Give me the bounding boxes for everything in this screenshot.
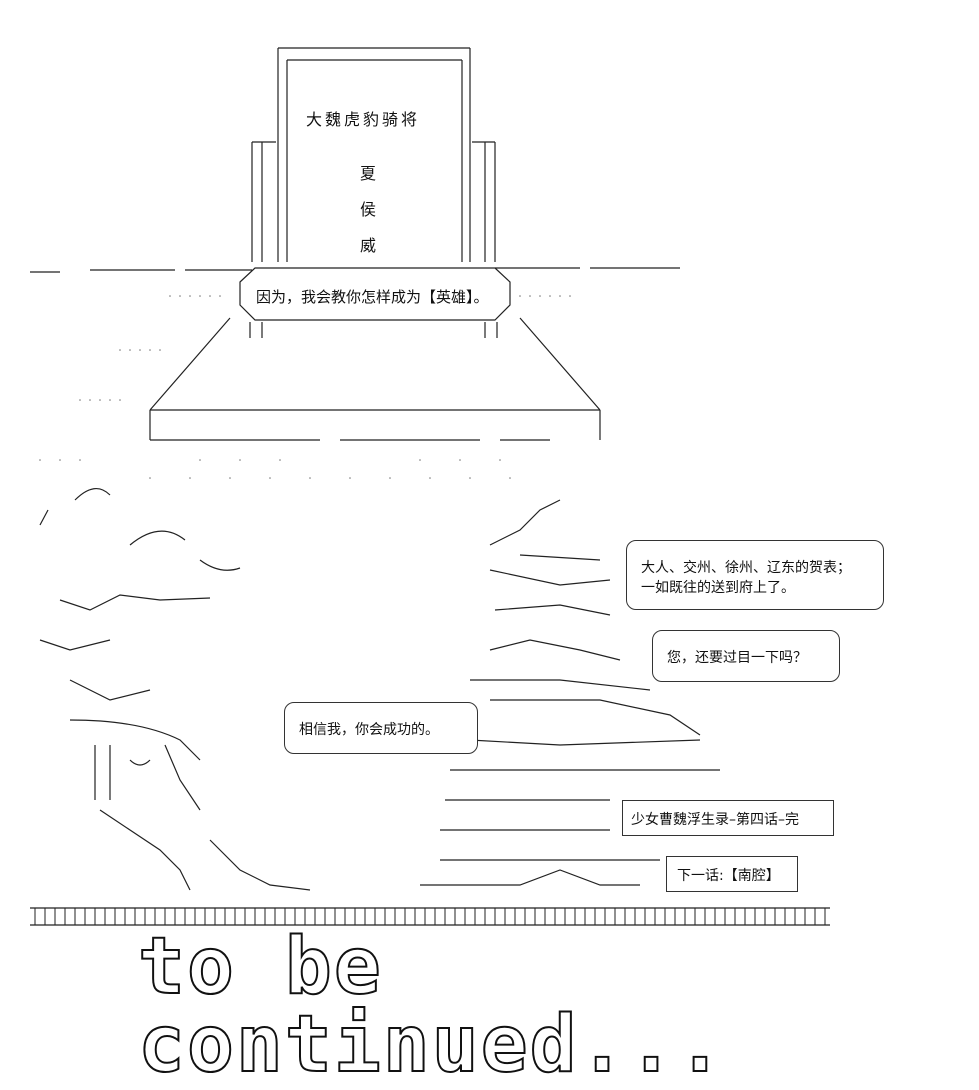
- tombstone-name-char-2: 侯: [360, 200, 377, 219]
- to-be-continued-banner: to be continued...: [137, 922, 726, 1090]
- speech-gifts-line1: 大人、交州、徐州、辽东的贺表；: [641, 560, 851, 576]
- speech-teach-hero: 因为，我会教你怎样成为【英雄】。: [256, 286, 489, 307]
- speech-believe-text: 相信我，你会成功的。: [299, 722, 439, 738]
- speech-bubble-believe: 相信我，你会成功的。: [284, 702, 478, 754]
- scene-line-art: [30, 47, 830, 926]
- speech-check-text: 您，还要过目一下吗？: [667, 650, 807, 666]
- speech-bubble-check: 您，还要过目一下吗？: [652, 630, 840, 682]
- chapter-end-label: 少女曹魏浮生录–第四话–完: [622, 800, 834, 836]
- tombstone-name-char-3: 威: [360, 236, 377, 255]
- tombstone-title: 大魏虎豹骑将: [306, 110, 421, 129]
- next-episode-text: 下一话:【南腔】: [677, 868, 780, 884]
- speech-bubble-gifts: 大人、交州、徐州、辽东的贺表； 一如既往的送到府上了。: [626, 540, 884, 610]
- speech-gifts-line2: 一如既往的送到府上了。: [641, 580, 795, 596]
- tombstone-name-char-1: 夏: [360, 164, 377, 183]
- next-episode-label: 下一话:【南腔】: [666, 856, 798, 892]
- chapter-end-text: 少女曹魏浮生录–第四话–完: [631, 812, 799, 828]
